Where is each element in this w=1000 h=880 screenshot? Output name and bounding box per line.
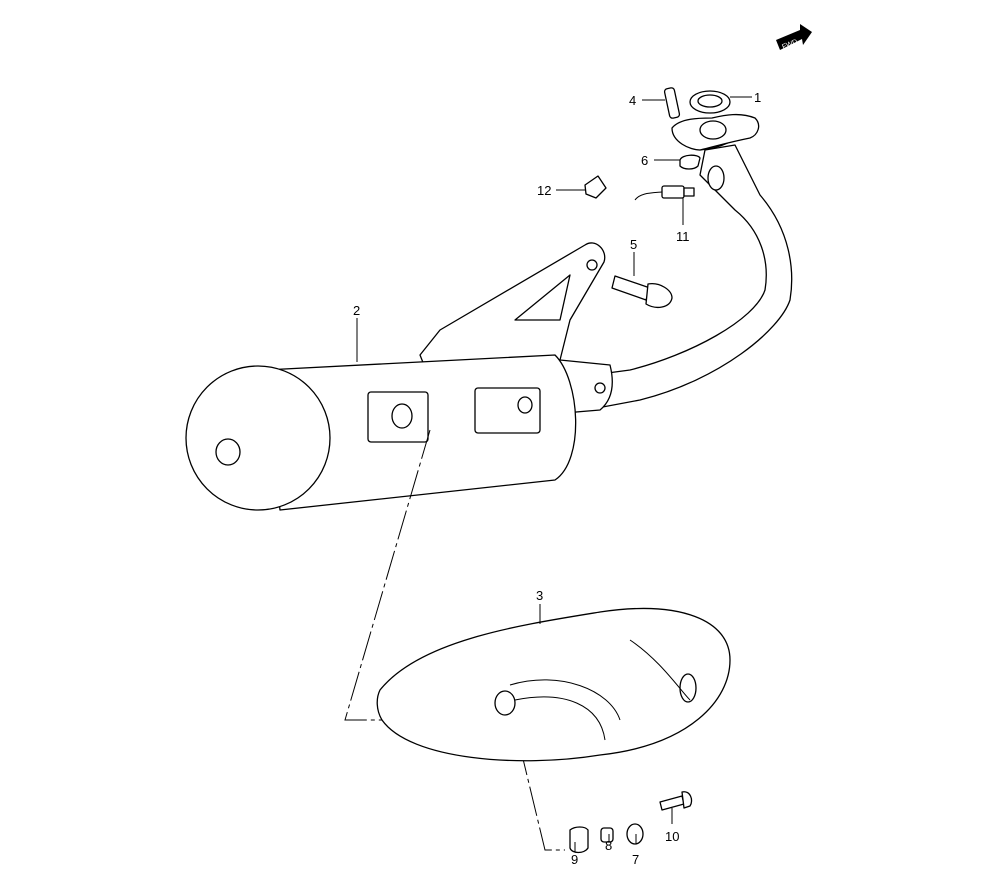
muffler: [185, 354, 577, 511]
washer: [626, 823, 644, 845]
cushion: [569, 826, 589, 854]
callout-3: 3: [536, 588, 543, 603]
callout-2: 2: [353, 303, 360, 318]
oxygen-sensor: [634, 185, 695, 201]
nut: [679, 154, 701, 170]
callout-6: 6: [641, 153, 648, 168]
callout-7: 7: [632, 852, 639, 867]
spacer: [600, 827, 614, 843]
screw: [659, 791, 693, 811]
fwd-arrow-icon: FWD: [776, 24, 812, 51]
callout-11: 11: [676, 229, 690, 244]
clamp: [584, 175, 607, 199]
callout-9: 9: [571, 852, 578, 867]
callout-5: 5: [630, 237, 637, 252]
stud: [663, 87, 681, 119]
leader-lines: [356, 96, 752, 852]
bolt: [611, 275, 673, 309]
callout-1: 1: [754, 90, 761, 105]
callout-10: 10: [665, 829, 679, 844]
callout-8: 8: [605, 838, 612, 853]
muffler-protector: [376, 607, 731, 762]
assembly-line: [344, 429, 431, 721]
callout-12: 12: [537, 183, 551, 198]
callout-4: 4: [629, 93, 636, 108]
